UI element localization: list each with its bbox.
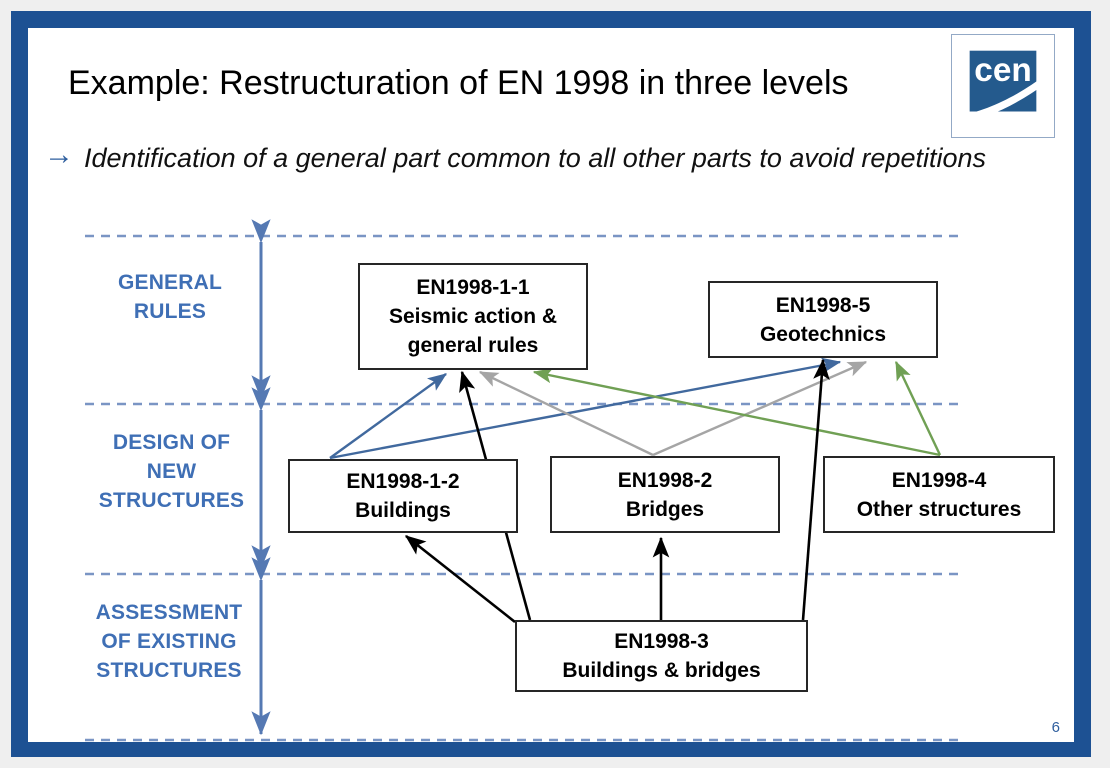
page-number: 6	[1051, 719, 1060, 736]
level-label-line: ASSESSMENT	[95, 601, 243, 624]
level-label-line: STRUCTURES	[98, 489, 245, 512]
connector-en1998-4-to-en1998-5	[894, 360, 942, 456]
connector-en1998-2-to-en1998-1-1	[478, 370, 654, 457]
box-code: EN1998-2	[617, 468, 713, 492]
cen-logo: cen	[951, 34, 1055, 138]
box-desc-line: Buildings	[355, 499, 451, 522]
connector-en1998-3-to-en1998-1-2	[404, 534, 516, 624]
connector-en1998-3-to-en1998-5	[801, 358, 830, 621]
box-code: EN1998-1-2	[346, 470, 460, 493]
box-en1998-3[interactable]: EN1998-3 Buildings & bridges	[515, 620, 808, 692]
level-label-line: DESIGN OF	[112, 431, 231, 454]
bullet-text: Identification of a general part common …	[84, 143, 987, 173]
level-label-assessment-existing: ASSESSMENT OF EXISTING STRUCTURES	[76, 598, 262, 685]
level-label-design-new: DESIGN OF NEW STRUCTURES	[84, 428, 259, 515]
page-title: Example: Restructuration of EN 1998 in t…	[68, 64, 849, 102]
box-en1998-1-2[interactable]: EN1998-1-2 Buildings	[288, 459, 518, 533]
box-desc-line: Bridges	[625, 497, 705, 521]
level-label-line: NEW	[146, 460, 197, 483]
cen-logo-icon: cen	[959, 50, 1047, 124]
box-code: EN1998-5	[775, 293, 871, 317]
slide-canvas: Example: Restructuration of EN 1998 in t…	[28, 28, 1074, 742]
box-en1998-1-1[interactable]: EN1998-1-1 Seismic action & general rule…	[358, 263, 588, 370]
box-desc-line: Other structures	[856, 497, 1022, 521]
level-label-line: RULES	[133, 300, 207, 323]
level-label-line: GENERAL	[117, 271, 223, 294]
bullet-row: → Identification of a general part commo…	[44, 138, 1004, 178]
svg-text:cen: cen	[974, 52, 1031, 89]
connector-en1998-2-to-en1998-5	[652, 360, 868, 457]
connector-en1998-1-2-to-en1998-1-1	[329, 373, 447, 459]
box-desc-line: Seismic action &	[388, 305, 558, 328]
box-code: EN1998-3	[614, 630, 709, 653]
level-label-general-rules: GENERAL RULES	[94, 268, 246, 326]
connector-en1998-1-2-to-en1998-5	[329, 357, 842, 460]
box-en1998-4[interactable]: EN1998-4 Other structures	[823, 456, 1055, 533]
arrow-right-icon: →	[44, 138, 74, 171]
level-label-line: OF EXISTING	[101, 630, 237, 653]
connector-en1998-4-to-en1998-1-1	[532, 368, 941, 457]
box-desc-line: general rules	[407, 334, 539, 357]
box-en1998-5[interactable]: EN1998-5 Geotechnics	[708, 281, 938, 358]
box-desc-line: Buildings & bridges	[562, 659, 761, 682]
box-desc-line: Geotechnics	[759, 322, 887, 346]
level-label-line: STRUCTURES	[96, 659, 242, 682]
box-en1998-2[interactable]: EN1998-2 Bridges	[550, 456, 780, 533]
box-code: EN1998-4	[891, 468, 987, 492]
box-code: EN1998-1-1	[416, 276, 530, 299]
